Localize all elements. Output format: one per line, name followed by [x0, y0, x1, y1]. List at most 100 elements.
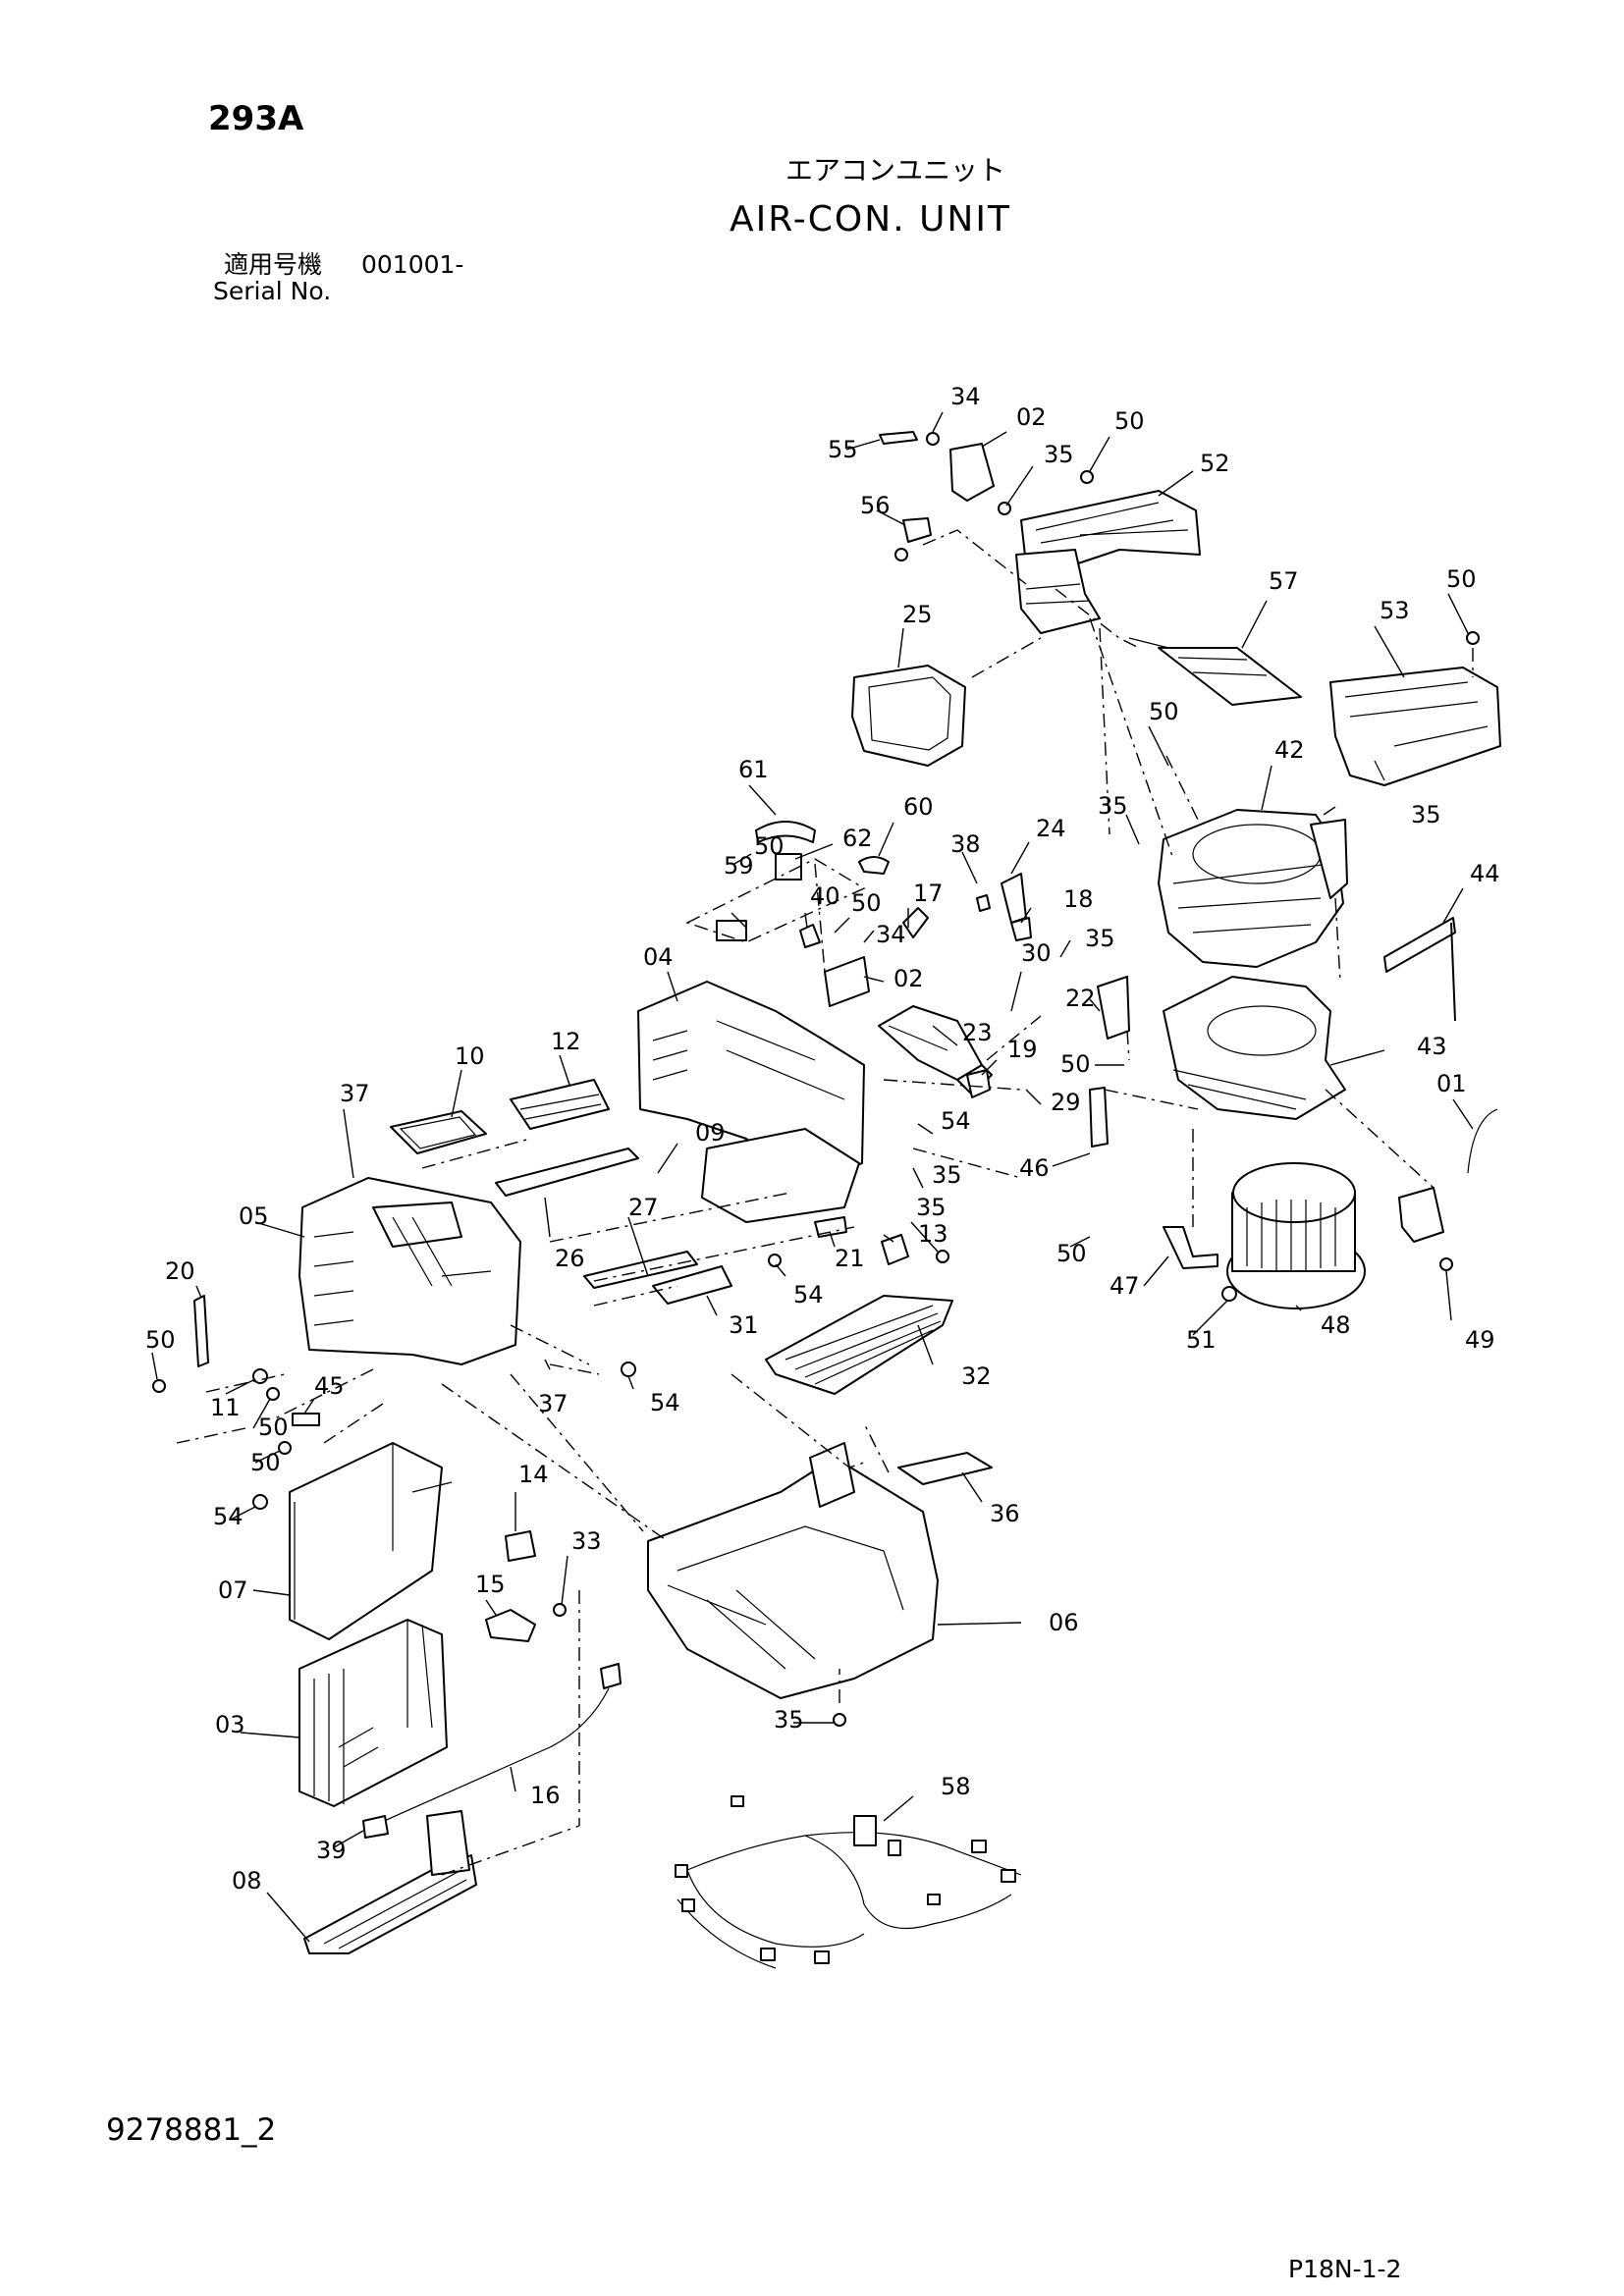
callout-35: 35: [1085, 925, 1115, 952]
callout-38: 38: [950, 830, 981, 858]
cover-08: [303, 1810, 477, 1954]
callout-04: 04: [643, 943, 674, 971]
callout-59: 59: [724, 852, 754, 880]
callout-35: 35: [774, 1706, 804, 1734]
blower-motor-48: [1163, 1108, 1498, 1309]
callout-16: 16: [530, 1782, 561, 1809]
grill-32: [765, 1295, 953, 1395]
case-04: [637, 981, 865, 1223]
callout-21: 21: [835, 1245, 865, 1272]
serial-label-english: Serial No.: [213, 277, 332, 305]
callout-50: 50: [250, 1449, 281, 1476]
callout-14: 14: [518, 1461, 549, 1488]
callout-15: 15: [475, 1571, 506, 1598]
callout-24: 24: [1036, 815, 1066, 842]
callout-50: 50: [1446, 565, 1477, 593]
callout-53: 53: [1380, 597, 1410, 624]
callout-11: 11: [210, 1394, 241, 1421]
callout-40: 40: [810, 882, 840, 910]
callout-37: 37: [538, 1390, 568, 1417]
callout-50: 50: [145, 1326, 176, 1354]
callout-26: 26: [555, 1245, 585, 1272]
callout-62: 62: [842, 825, 873, 852]
rails-26-27: [495, 1148, 732, 1305]
blower-lower-case-43: [1163, 976, 1346, 1120]
callout-19: 19: [1007, 1036, 1038, 1063]
callout-51: 51: [1186, 1326, 1217, 1354]
callout-10: 10: [455, 1042, 485, 1070]
callout-23: 23: [962, 1019, 993, 1046]
callout-08: 08: [232, 1867, 262, 1895]
callout-47: 47: [1110, 1272, 1140, 1300]
callout-54: 54: [941, 1107, 971, 1135]
callout-43: 43: [1417, 1033, 1447, 1060]
callout-35: 35: [932, 1161, 962, 1189]
callout-55: 55: [828, 436, 858, 463]
callout-34: 34: [950, 383, 981, 410]
callout-02: 02: [893, 965, 924, 992]
title-english: AIR-CON. UNIT: [730, 199, 1011, 240]
callout-06: 06: [1049, 1609, 1079, 1636]
top-clip-parts: [879, 431, 1011, 561]
callout-46: 46: [1019, 1154, 1050, 1182]
callout-02: 02: [1016, 403, 1047, 431]
callout-44: 44: [1470, 860, 1500, 887]
callout-34: 34: [876, 921, 906, 948]
callout-39: 39: [316, 1837, 347, 1864]
callout-31: 31: [729, 1311, 759, 1339]
callout-32: 32: [961, 1362, 992, 1390]
callout-58: 58: [941, 1773, 971, 1800]
callout-22: 22: [1065, 985, 1096, 1012]
callout-56: 56: [860, 492, 891, 519]
duct-outlet-assembly: [851, 549, 1101, 767]
callout-37: 37: [340, 1080, 370, 1107]
callout-49: 49: [1465, 1326, 1495, 1354]
page-code: 293A: [208, 99, 304, 138]
callout-36: 36: [990, 1500, 1020, 1527]
callout-50: 50: [1149, 698, 1179, 725]
callout-12: 12: [551, 1028, 581, 1055]
callout-01: 01: [1436, 1070, 1467, 1097]
blower-case-42: [1158, 809, 1348, 968]
center-housing: [878, 1005, 993, 1098]
serial-range: 001001-: [361, 250, 464, 279]
callout-05: 05: [239, 1202, 269, 1230]
callout-61: 61: [738, 756, 769, 783]
callout-33: 33: [571, 1527, 602, 1555]
duct-53: [1329, 631, 1501, 786]
callout-60: 60: [903, 793, 934, 821]
callout-17: 17: [913, 880, 944, 907]
callout-50: 50: [1114, 407, 1145, 435]
core-07: [289, 1442, 453, 1640]
callout-20: 20: [165, 1257, 195, 1285]
callout-35: 35: [1098, 792, 1128, 820]
callout-50: 50: [754, 832, 785, 860]
callout-30: 30: [1021, 939, 1052, 967]
left-housing-05: [298, 1079, 610, 1365]
center-pieces: [768, 1216, 949, 1267]
callout-54: 54: [213, 1503, 244, 1530]
assembly-lines: [176, 529, 1474, 1876]
serial-label-japanese: 適用号機: [224, 250, 323, 279]
callout-45: 45: [314, 1372, 345, 1400]
callout-57: 57: [1269, 567, 1299, 595]
callout-13: 13: [918, 1220, 948, 1248]
brackets: [1089, 917, 1456, 1148]
callout-35: 35: [1411, 801, 1441, 828]
title-japanese: エアコンユニット: [785, 154, 1006, 187]
harness-58: [675, 1795, 1022, 1969]
page-reference: P18N-1-2: [1288, 2255, 1402, 2283]
callout-50: 50: [851, 889, 882, 917]
callout-54: 54: [650, 1389, 680, 1416]
upper-small-parts: [716, 821, 1032, 1007]
callout-50: 50: [1060, 1050, 1091, 1078]
part-drawings: [152, 431, 1501, 1969]
callout-50: 50: [258, 1414, 289, 1441]
callout-48: 48: [1321, 1311, 1351, 1339]
drawing-number: 9278881_2: [106, 2112, 277, 2148]
leader-lines: [151, 411, 1474, 1943]
evaporator-03: [298, 1619, 448, 1807]
callout-35: 35: [1044, 441, 1074, 468]
